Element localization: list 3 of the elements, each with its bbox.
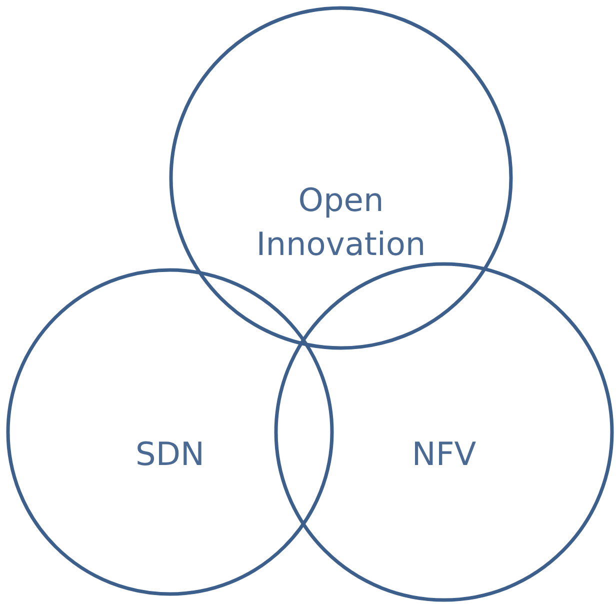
circle-label: Open Innovation: [255, 180, 427, 265]
circle-label: SDN: [134, 434, 206, 475]
circle-label: NFV: [410, 434, 478, 475]
